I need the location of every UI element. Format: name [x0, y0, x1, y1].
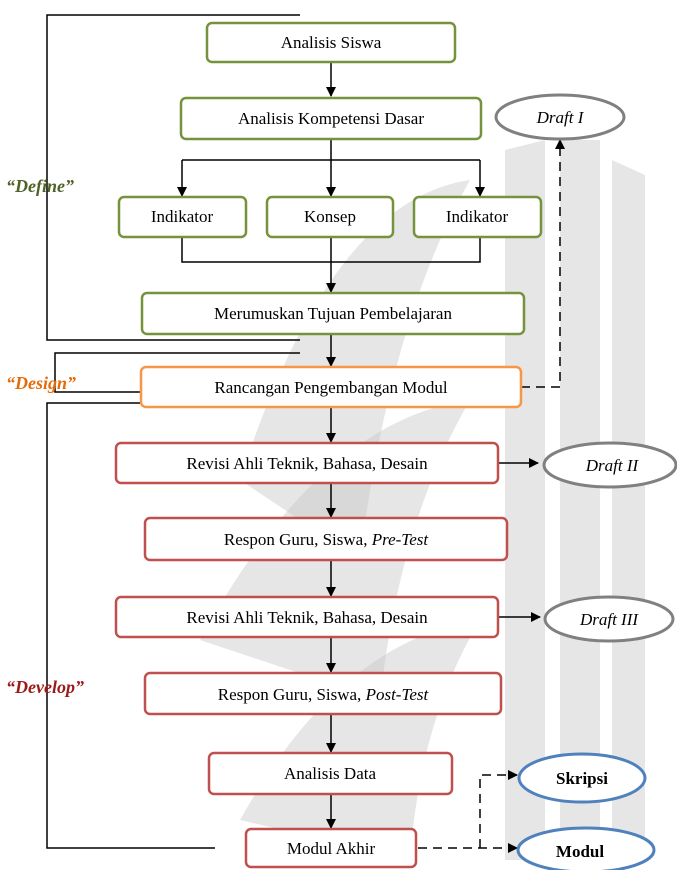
- box-rancangan-pengembangan-label: Rancangan Pengembangan Modul: [214, 378, 447, 397]
- ellipse-skripsi-label: Skripsi: [556, 769, 608, 788]
- box-analisis-data-label: Analisis Data: [284, 764, 377, 783]
- box-rancangan-pengembangan: [139, 365, 523, 409]
- ellipse-draft-1: [494, 93, 626, 141]
- ellipse-draft-3: [543, 595, 675, 643]
- pre-test-text: Pre-Test: [371, 530, 430, 549]
- box-respon-post-test-label: Respon Guru, Siswa, Post-Test: [218, 685, 430, 704]
- box-revisi-2: [114, 595, 500, 639]
- stage-label-develop: “Develop”: [6, 677, 84, 697]
- box-modul-akhir: [244, 827, 418, 869]
- box-konsep-label: Konsep: [304, 207, 356, 226]
- box-analisis-data: [207, 751, 454, 796]
- box-respon-pre-test: [143, 516, 509, 562]
- respon-pre-text: Respon Guru, Siswa,: [224, 530, 372, 549]
- box-revisi-2-label: Revisi Ahli Teknik, Bahasa, Desain: [186, 608, 428, 627]
- box-revisi-1-label: Revisi Ahli Teknik, Bahasa, Desain: [186, 454, 428, 473]
- box-analisis-kompetensi-dasar: [179, 96, 483, 141]
- box-revisi-1: [114, 441, 500, 485]
- box-indikator-1-label: Indikator: [151, 207, 214, 226]
- stage-label-design: “Design”: [6, 373, 76, 393]
- box-indikator-2: [412, 195, 543, 239]
- ellipse-draft-2-label: Draft II: [585, 456, 640, 475]
- box-merumuskan-tujuan-label: Merumuskan Tujuan Pembelajaran: [214, 304, 452, 323]
- ellipse-modul-label: Modul: [556, 842, 604, 861]
- box-indikator-2-label: Indikator: [446, 207, 509, 226]
- respon-post-text: Respon Guru, Siswa,: [218, 685, 366, 704]
- post-test-text: Post-Test: [365, 685, 430, 704]
- box-analisis-siswa: [205, 21, 457, 64]
- box-analisis-siswa-label: Analisis Siswa: [281, 33, 382, 52]
- box-indikator-1: [117, 195, 248, 239]
- stage-label-define: “Define”: [6, 176, 74, 196]
- box-konsep: [265, 195, 395, 239]
- ellipse-draft-2: [542, 441, 677, 489]
- ellipse-skripsi: [517, 752, 647, 804]
- define-bracket: [46, 14, 300, 341]
- dashed-rancangan-to-draft-1: [521, 139, 565, 388]
- box-modul-akhir-label: Modul Akhir: [287, 839, 376, 858]
- box-analisis-kompetensi-dasar-label: Analisis Kompetensi Dasar: [238, 109, 424, 128]
- dashed-to-skripsi: [479, 770, 518, 848]
- box-respon-pre-test-label: Respon Guru, Siswa, Pre-Test: [224, 530, 429, 549]
- ellipse-draft-3-label: Draft III: [579, 610, 639, 629]
- box-respon-post-test: [143, 671, 503, 716]
- box-merumuskan-tujuan: [140, 291, 526, 336]
- ellipse-modul: [516, 826, 656, 870]
- ellipse-draft-1-label: Draft I: [536, 108, 585, 127]
